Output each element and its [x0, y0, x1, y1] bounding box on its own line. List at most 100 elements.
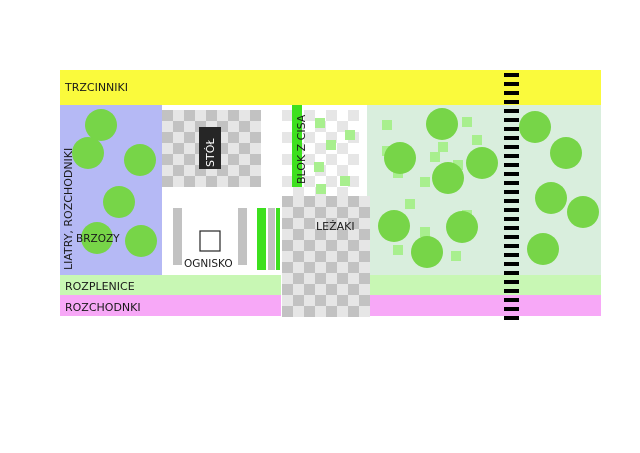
- paving-tile: [337, 306, 348, 317]
- rail-sleeper: [504, 190, 519, 194]
- paving-tile: [359, 240, 370, 251]
- paving-tile: [293, 273, 304, 284]
- tree: [125, 225, 157, 257]
- firepit-bar-2: [238, 208, 247, 265]
- paving-tile: [184, 176, 195, 187]
- paving-tile: [239, 132, 250, 143]
- paving-tile: [315, 143, 326, 154]
- paving-tile: [304, 306, 315, 317]
- paving-tile: [315, 240, 326, 251]
- paving-tile: [282, 251, 293, 262]
- paving-tile: [326, 306, 337, 317]
- trees: [72, 108, 599, 268]
- paving-tile: [173, 176, 184, 187]
- rail-sleeper: [504, 154, 519, 158]
- paving-tile: [337, 229, 348, 240]
- paving-tile: [282, 154, 293, 165]
- tree: [432, 162, 464, 194]
- paving-tile: [173, 154, 184, 165]
- table: [199, 127, 221, 169]
- paving-tile: [348, 306, 359, 317]
- paving-tile: [250, 143, 261, 154]
- paving-tile: [337, 196, 348, 207]
- rail-sleeper: [504, 253, 519, 257]
- paving-tile: [184, 143, 195, 154]
- rail-sleeper: [504, 136, 519, 140]
- paving-tile: [326, 229, 337, 240]
- rail-sleeper: [504, 289, 519, 293]
- paving-tile: [228, 121, 239, 132]
- paving-tile: [326, 154, 337, 165]
- paving-tile: [348, 284, 359, 295]
- rail-sleeper: [504, 262, 519, 266]
- paving-tile: [337, 273, 348, 284]
- paving-tile: [348, 273, 359, 284]
- label-lezaki: LEŻAKI: [316, 220, 355, 233]
- yew-square: [315, 118, 325, 128]
- paving-tile: [304, 196, 315, 207]
- paving-tile: [315, 229, 326, 240]
- paving-tile: [282, 262, 293, 273]
- zone-rozplenice-left: [60, 275, 281, 295]
- firepit-gray-bar: [268, 208, 275, 270]
- paving-tile: [326, 196, 337, 207]
- tree: [426, 108, 458, 140]
- paving-tile: [195, 121, 206, 132]
- paving-tile: [337, 295, 348, 306]
- label-blok: BLOK Z CISA: [295, 114, 308, 184]
- rail-sleeper: [504, 82, 519, 86]
- paving-tile: [282, 229, 293, 240]
- label-rozplenice: ROZPLENICE: [65, 280, 135, 293]
- paving-tile: [304, 262, 315, 273]
- paving-tile: [359, 218, 370, 229]
- paving-tile: [337, 143, 348, 154]
- yew-square: [340, 176, 350, 186]
- yew-block: [292, 105, 302, 187]
- meadow-square: [382, 120, 392, 130]
- paving-tile: [304, 218, 315, 229]
- paving-tile: [326, 262, 337, 273]
- meadow-square: [462, 117, 472, 127]
- paving-tile: [326, 295, 337, 306]
- meadow-square: [453, 160, 463, 170]
- paving-tile: [304, 229, 315, 240]
- yew-square: [314, 162, 324, 172]
- rail-sleeper: [504, 127, 519, 131]
- paving-tile: [282, 240, 293, 251]
- yew-square: [345, 130, 355, 140]
- label-liatry: LIATRY, ROZCHODNIKI: [62, 148, 75, 270]
- paving-tile: [326, 110, 337, 121]
- meadow-square: [393, 245, 403, 255]
- zone-trzcinniki: [60, 70, 601, 105]
- paving-tile: [162, 143, 173, 154]
- paving-tile: [315, 306, 326, 317]
- paving-tile: [315, 218, 326, 229]
- paving-tile: [348, 218, 359, 229]
- paving-tile: [348, 196, 359, 207]
- paving-tile: [348, 240, 359, 251]
- tree: [384, 142, 416, 174]
- paving-tile: [217, 143, 228, 154]
- paving-tile: [239, 165, 250, 176]
- rail-sleeper: [504, 298, 519, 302]
- paving-tile: [326, 284, 337, 295]
- paving-tile: [337, 165, 348, 176]
- paving-tile: [293, 306, 304, 317]
- paving-tile: [228, 165, 239, 176]
- meadow-square: [451, 251, 461, 261]
- paving-tile: [304, 110, 315, 121]
- paving-tile: [326, 218, 337, 229]
- paving-tile: [359, 251, 370, 262]
- rail-sleeper: [504, 163, 519, 167]
- paving-tile: [228, 176, 239, 187]
- paving-tile: [184, 165, 195, 176]
- paving-tile: [348, 229, 359, 240]
- paving-tile: [173, 132, 184, 143]
- meadow-square: [420, 177, 430, 187]
- paving-tile: [293, 251, 304, 262]
- paving-tile: [162, 176, 173, 187]
- paving-tile: [293, 295, 304, 306]
- paving-tile: [228, 132, 239, 143]
- paving-tile: [173, 121, 184, 132]
- paving-tile: [282, 196, 293, 207]
